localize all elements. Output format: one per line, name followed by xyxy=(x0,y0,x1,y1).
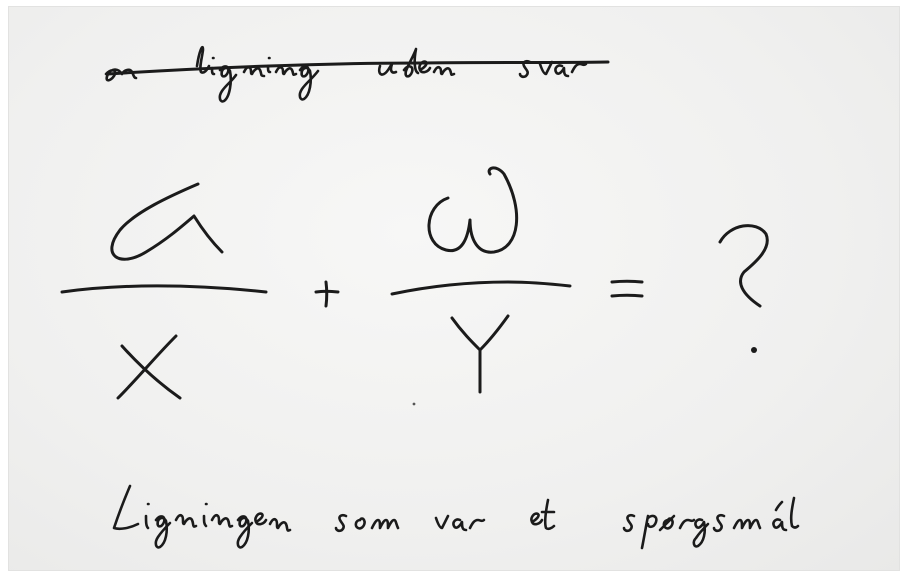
question-mark xyxy=(718,224,769,353)
crossed-out-heading xyxy=(104,45,610,103)
heading-handwriting xyxy=(104,45,588,103)
ink-speck xyxy=(412,402,416,406)
fraction-bar-right xyxy=(390,280,572,296)
fraction-left xyxy=(60,182,268,400)
x-symbol xyxy=(116,334,182,400)
plus-operator xyxy=(314,280,340,308)
caption-handwriting xyxy=(112,484,800,550)
fraction-right xyxy=(390,166,572,394)
equals-operator xyxy=(610,279,644,298)
alpha-symbol xyxy=(110,182,224,261)
question-dot xyxy=(751,347,757,353)
paper-sheet xyxy=(8,6,900,571)
y-symbol xyxy=(450,314,510,394)
strike-through-line xyxy=(106,60,610,76)
fraction-bar-left xyxy=(60,284,268,294)
omega-symbol xyxy=(427,166,519,254)
